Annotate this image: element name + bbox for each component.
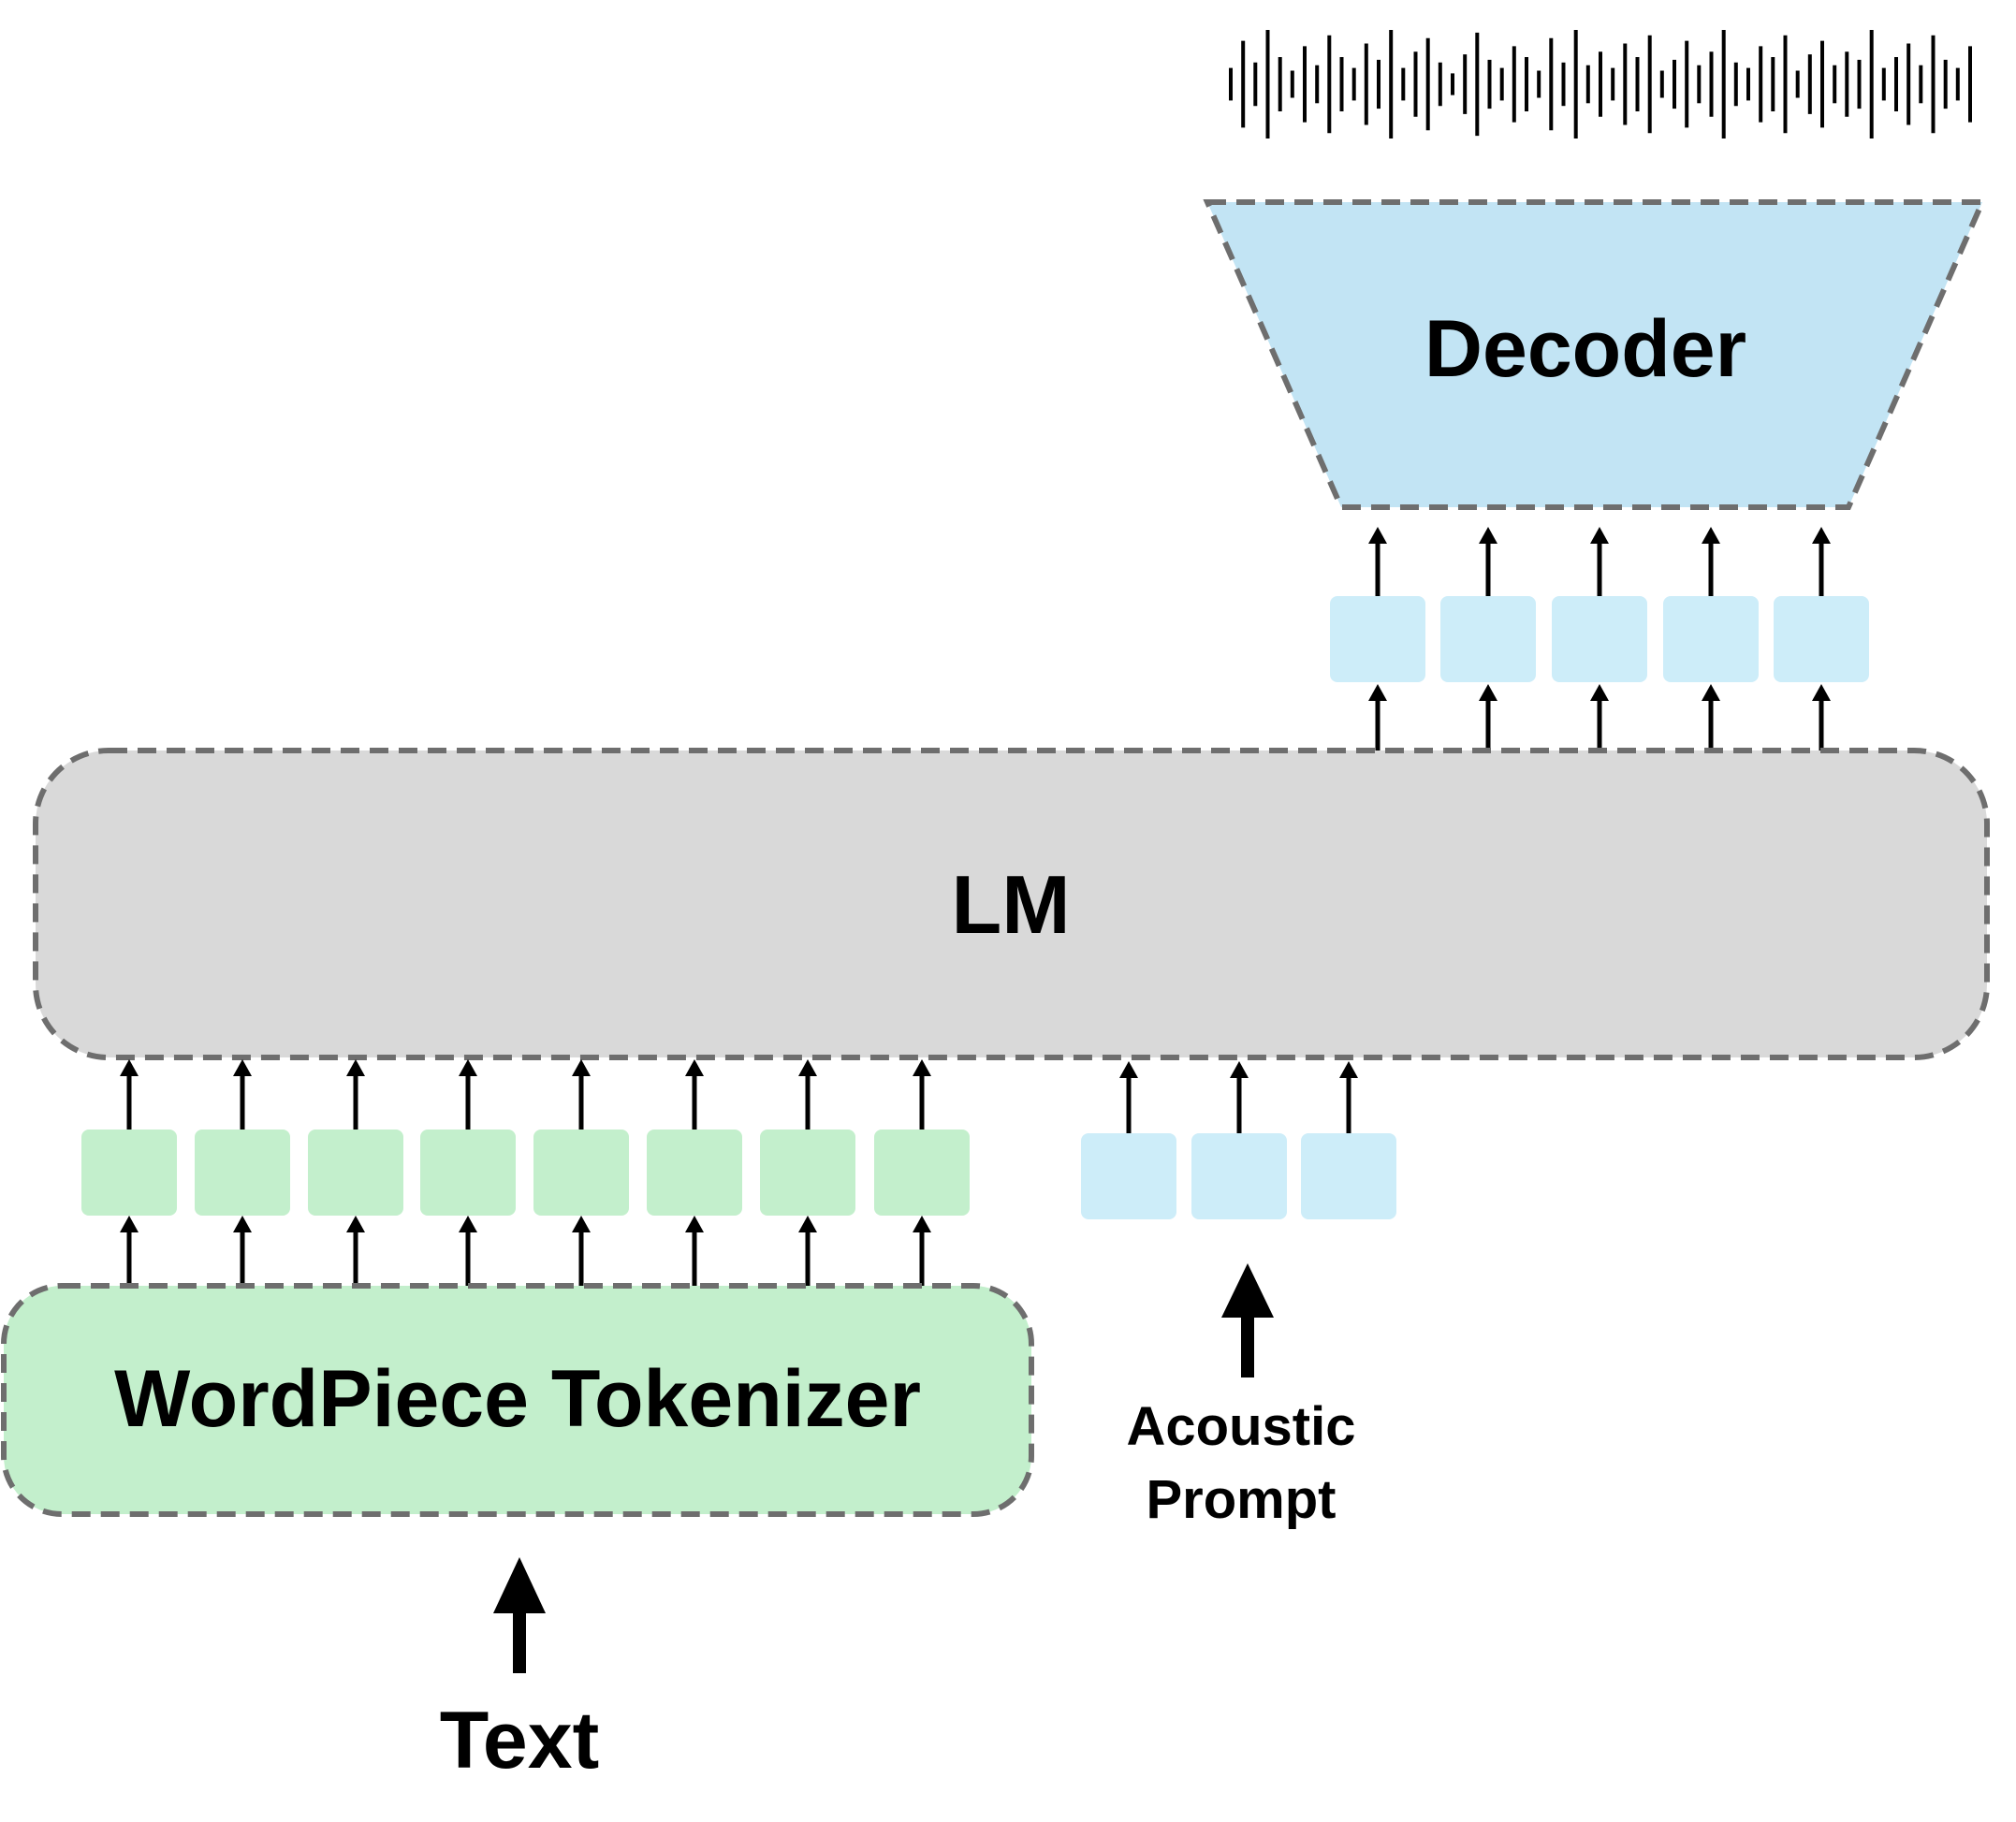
prompt-token-to-lm-arrows: [1119, 1061, 1358, 1133]
acoustic-prompt-token: [1301, 1133, 1396, 1219]
text-input-arrow: [493, 1557, 546, 1673]
lm-to-output-token-arrow: [1812, 684, 1831, 751]
token-to-lm-arrow: [685, 1059, 704, 1130]
decoder-input-arrows: [1368, 527, 1831, 596]
lm-output-arrows: [1368, 684, 1831, 751]
decoder-label: Decoder: [1424, 304, 1746, 394]
token-to-lm-arrow: [459, 1059, 477, 1130]
tokenizer-to-token-arrow: [913, 1216, 931, 1286]
lm-to-output-token-arrow: [1702, 684, 1720, 751]
text-tokens: [81, 1130, 970, 1216]
token-to-lm-arrow: [798, 1059, 817, 1130]
text-token: [647, 1130, 742, 1216]
text-token: [81, 1130, 177, 1216]
output-acoustic-tokens: [1330, 596, 1869, 682]
text-token: [420, 1130, 516, 1216]
token-to-decoder-arrow: [1812, 527, 1831, 596]
output-acoustic-token: [1440, 596, 1536, 682]
lm-to-output-token-arrow: [1479, 684, 1497, 751]
tokenizer-to-token-arrow: [346, 1216, 365, 1286]
acoustic-prompt-token: [1191, 1133, 1287, 1219]
text-token: [874, 1130, 970, 1216]
acoustic-prompt-label-line2: Prompt: [1147, 1469, 1337, 1530]
text-token: [533, 1130, 629, 1216]
output-acoustic-token: [1774, 596, 1869, 682]
output-acoustic-token: [1663, 596, 1759, 682]
acoustic-prompt-token: [1081, 1133, 1176, 1219]
tokenizer-to-token-arrows: [120, 1216, 931, 1286]
lm-to-output-token-arrow: [1590, 684, 1609, 751]
text-token: [760, 1130, 855, 1216]
tokenizer-to-token-arrow: [233, 1216, 252, 1286]
output-acoustic-token: [1330, 596, 1425, 682]
token-to-decoder-arrow: [1590, 527, 1609, 596]
token-to-lm-arrow: [572, 1059, 591, 1130]
text-token: [195, 1130, 290, 1216]
prompt-token-to-lm-arrow: [1230, 1061, 1249, 1133]
tokenizer-to-token-arrow: [798, 1216, 817, 1286]
token-to-lm-arrow: [233, 1059, 252, 1130]
decoder-block: [1203, 199, 1987, 510]
token-to-lm-arrow: [120, 1059, 139, 1130]
tokenizer-to-token-arrow: [459, 1216, 477, 1286]
text-token: [308, 1130, 403, 1216]
token-to-lm-arrow: [346, 1059, 365, 1130]
acoustic-prompt-tokens: [1081, 1133, 1396, 1219]
tokenizer-to-token-arrow: [120, 1216, 139, 1286]
token-to-decoder-arrow: [1479, 527, 1497, 596]
prompt-token-to-lm-arrow: [1119, 1061, 1138, 1133]
prompt-token-to-lm-arrow: [1339, 1061, 1358, 1133]
lm-block: [33, 748, 1990, 1060]
audio-waveform-icon: [1229, 30, 1972, 138]
text-token-to-lm-arrows: [120, 1059, 931, 1130]
lm-label: LM: [951, 858, 1070, 951]
tokenizer-label: WordPiece Tokenizer: [114, 1354, 921, 1444]
token-to-decoder-arrow: [1702, 527, 1720, 596]
output-acoustic-token: [1552, 596, 1647, 682]
lm-to-output-token-arrow: [1368, 684, 1387, 751]
token-to-decoder-arrow: [1368, 527, 1387, 596]
acoustic-prompt-input-arrow: [1221, 1263, 1274, 1377]
token-to-lm-arrow: [913, 1059, 931, 1130]
text-input-label: Text: [440, 1696, 599, 1786]
tokenizer-to-token-arrow: [572, 1216, 591, 1286]
acoustic-prompt-label-line1: Acoustic: [1127, 1396, 1356, 1457]
tokenizer-to-token-arrow: [685, 1216, 704, 1286]
tokenizer-block: [1, 1283, 1034, 1517]
